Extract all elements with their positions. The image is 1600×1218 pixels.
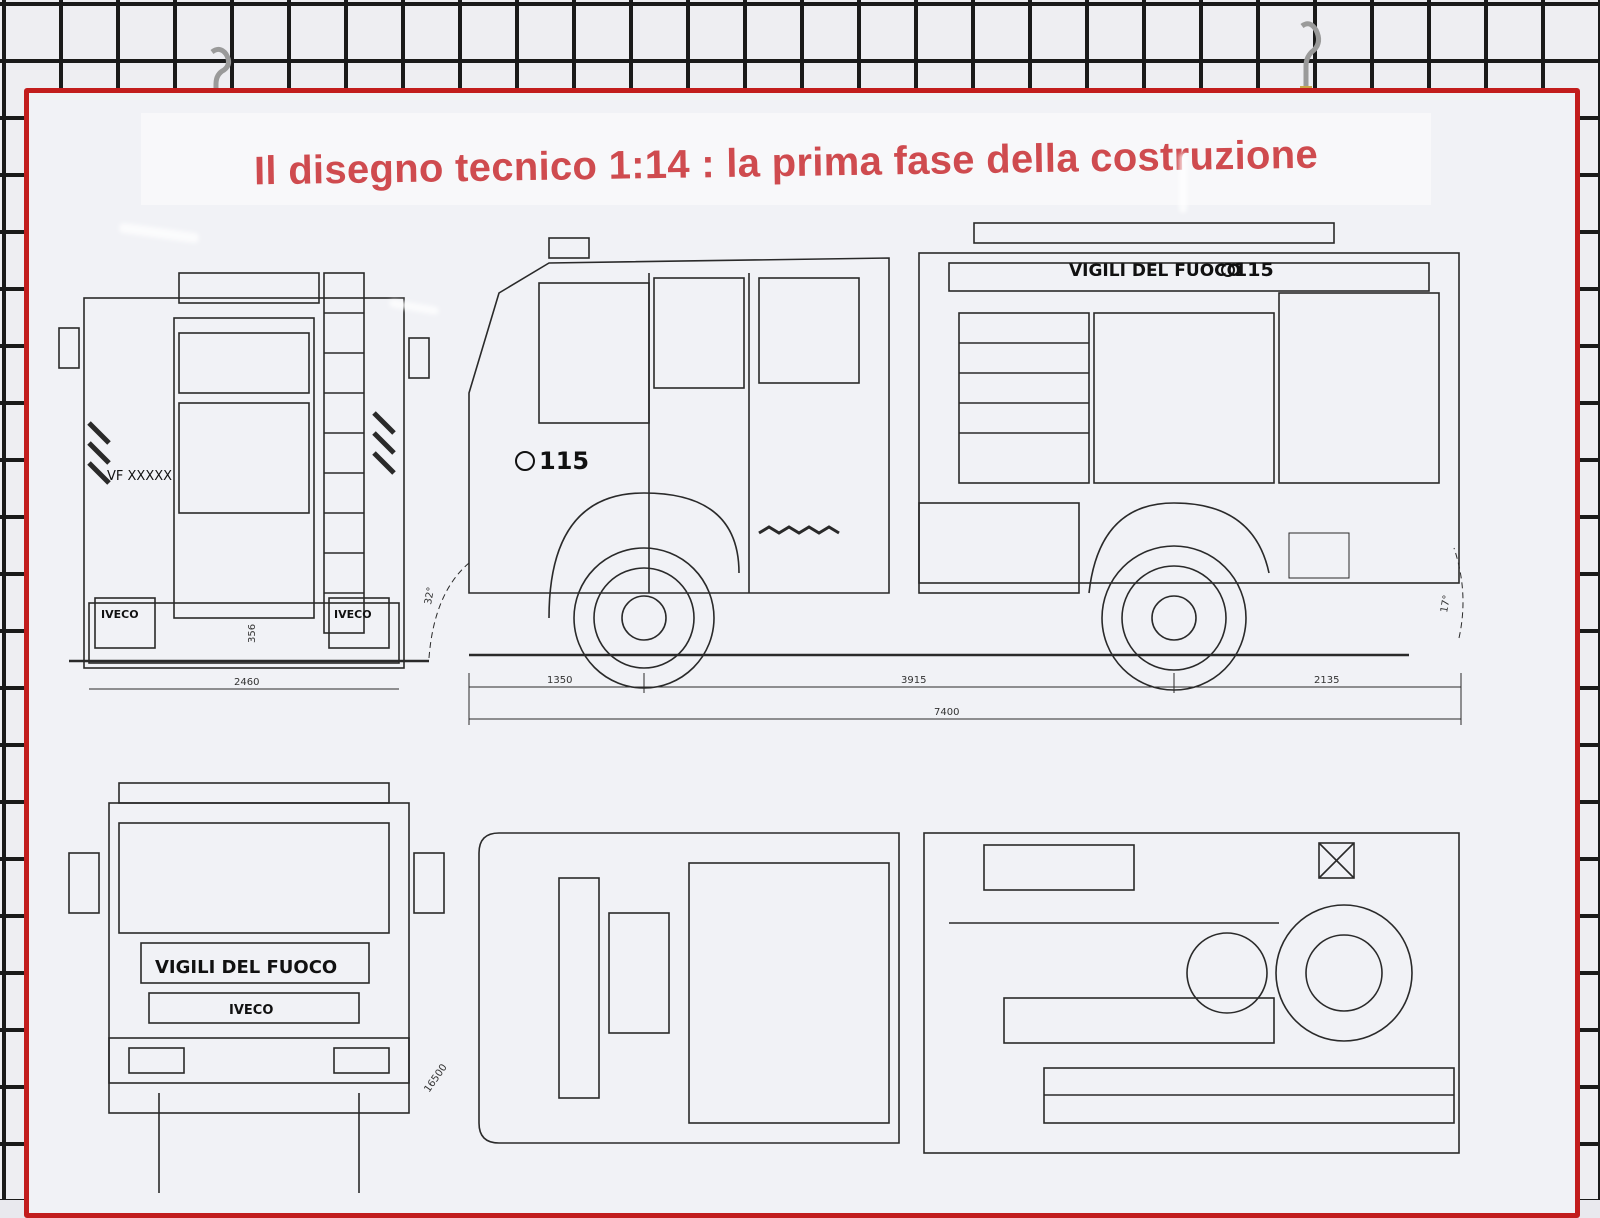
top-view-drawing (478, 832, 1460, 1154)
side-view-drawing (428, 222, 1464, 691)
front-cab-label-text: VIGILI DEL FUOCO (155, 957, 337, 978)
tank-number-circle-icon (1221, 263, 1235, 277)
rear-view-drawing (58, 272, 430, 690)
hook-right-icon (1300, 21, 1322, 96)
front-view-drawing (68, 782, 445, 1193)
cab-number-circle-icon (515, 451, 535, 471)
mirror-dim-text: 16500 (422, 1062, 449, 1094)
dim-wheelbase: 3915 (901, 675, 926, 686)
dim-front-overhang: 1350 (547, 675, 572, 686)
dim-departure-angle: 17° (1439, 594, 1453, 613)
rear-mudflap-left-text: IVECO (101, 608, 139, 621)
dim-total-length: 7400 (934, 707, 959, 718)
dimension-lines (89, 673, 1462, 725)
rear-plate-text: VF XXXXX (107, 469, 172, 484)
title-band: Il disegno tecnico 1:14 : la prima fase … (141, 113, 1431, 205)
rear-height-dim: 356 (247, 624, 258, 643)
dim-width: 2460 (234, 677, 259, 688)
dim-approach-angle: 32° (423, 586, 437, 605)
rear-mudflap-right-text: IVECO (334, 608, 372, 621)
glare-reflection-2 (1179, 153, 1187, 213)
technical-drawing: VIGILI DEL FUOCO 115 115 VF XXXXX IVECO … (58, 222, 1464, 1193)
front-grille-brand-text: IVECO (229, 1003, 273, 1018)
cab-number-text: 115 (539, 447, 589, 475)
tank-label-text: VIGILI DEL FUOCO (1069, 261, 1241, 281)
poster-frame: Il disegno tecnico 1:14 : la prima fase … (24, 88, 1580, 1218)
tank-number-text: 115 (1234, 259, 1274, 281)
dim-rear-overhang: 2135 (1314, 675, 1339, 686)
